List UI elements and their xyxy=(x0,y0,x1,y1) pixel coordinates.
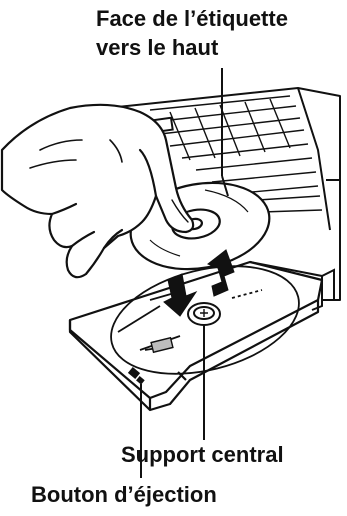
label-eject-button: Bouton d’éjection xyxy=(31,484,217,506)
label-vers-le-haut: vers le haut xyxy=(96,37,218,59)
center-spindle xyxy=(188,303,220,325)
leader-line-top xyxy=(222,68,228,196)
cd-tray xyxy=(70,262,322,410)
label-support-central: Support central xyxy=(121,444,284,466)
label-face-etiquette: Face de l’étiquette xyxy=(96,8,288,30)
